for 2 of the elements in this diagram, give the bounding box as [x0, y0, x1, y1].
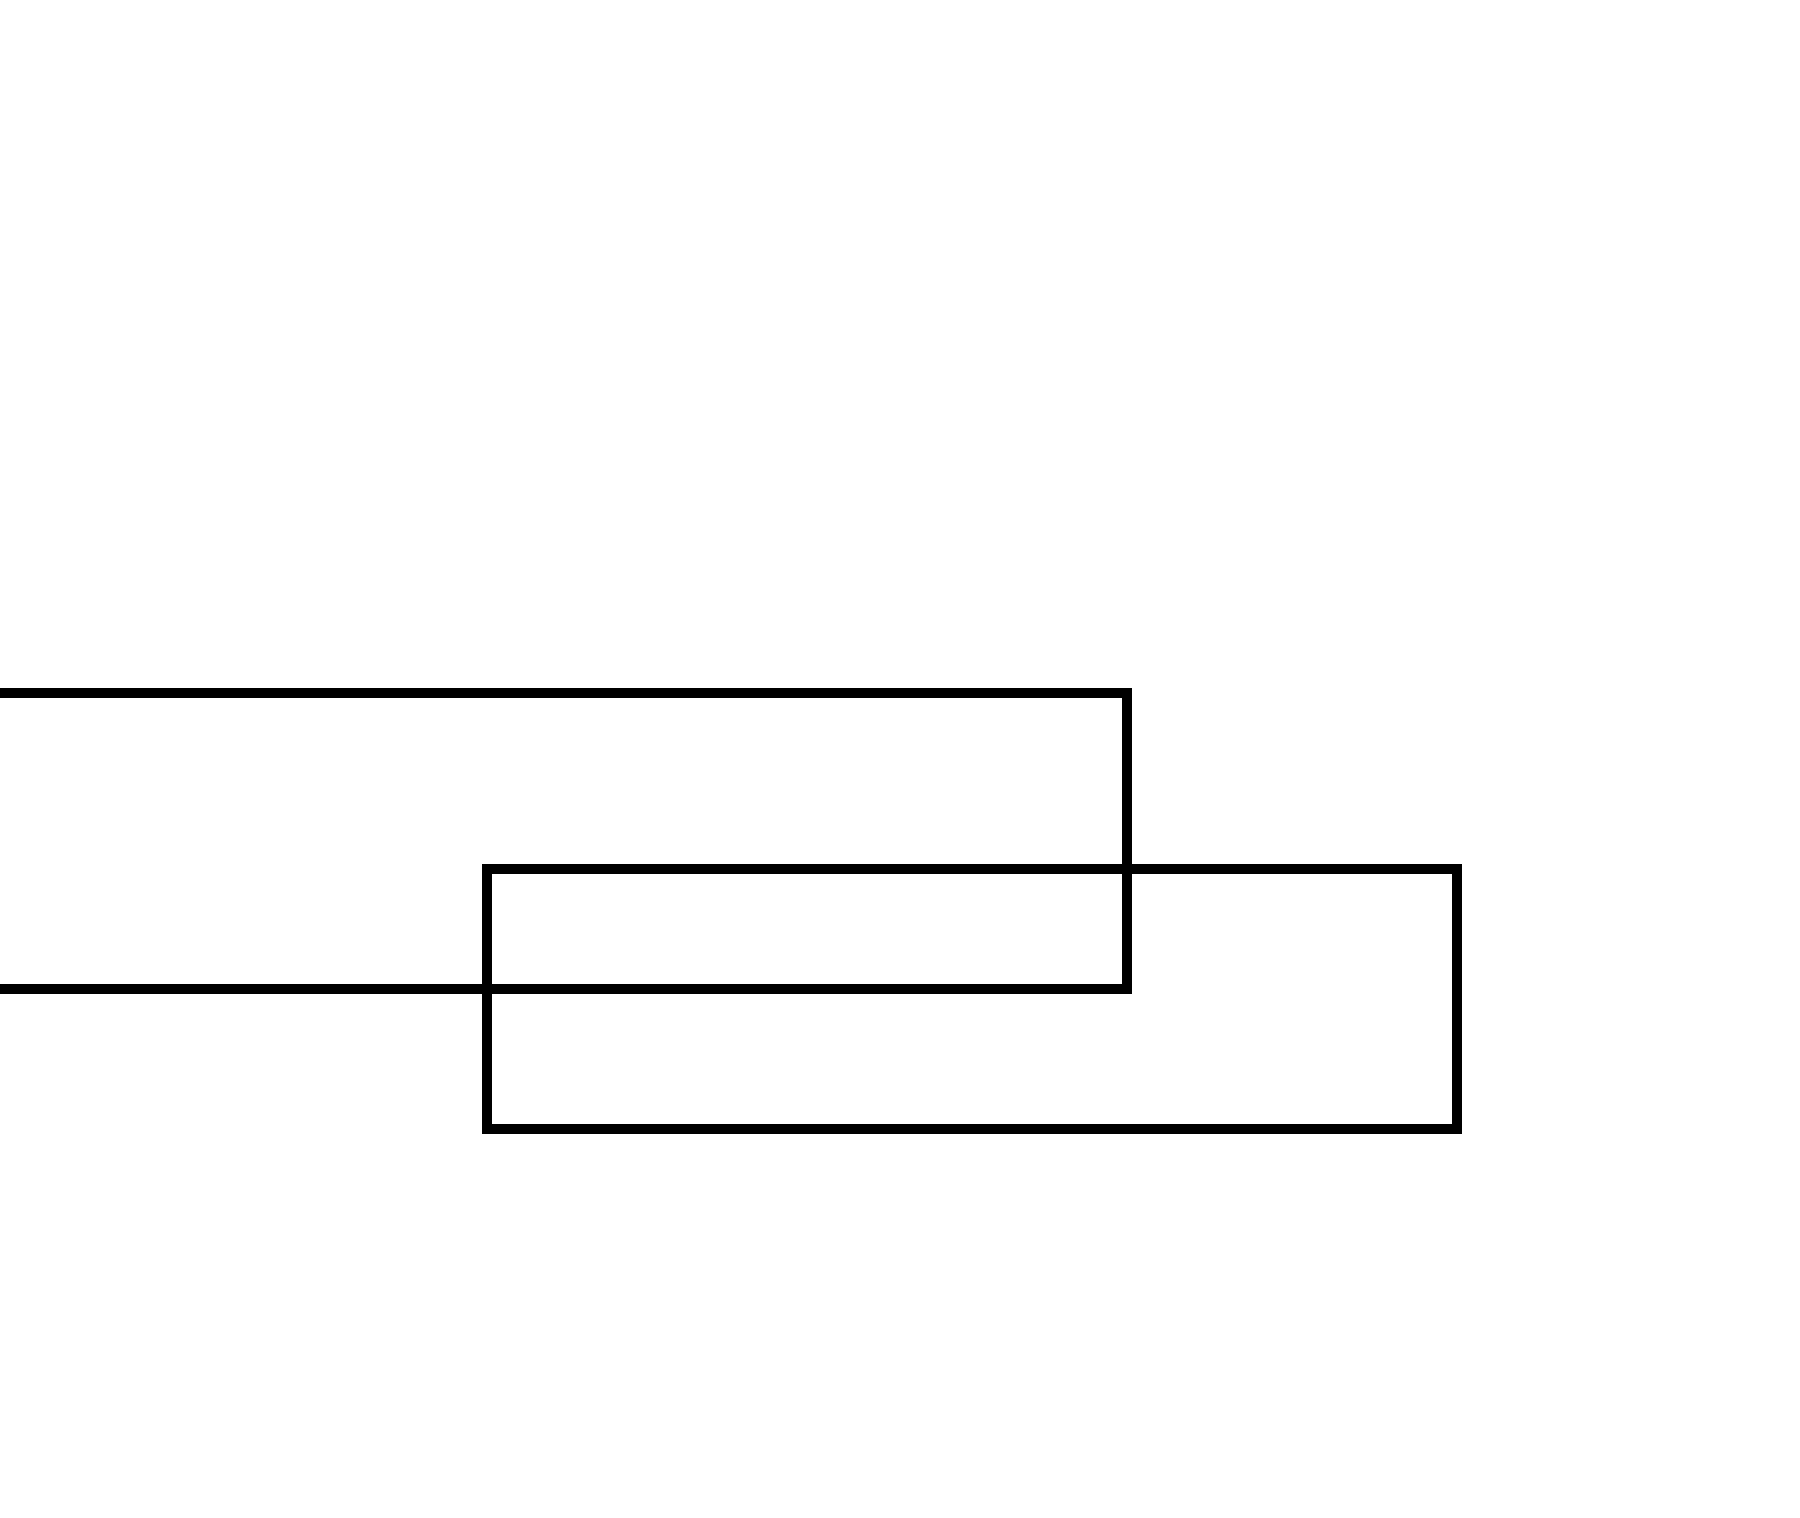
outline-box [0, 688, 1132, 994]
outline-box [482, 864, 1462, 1134]
